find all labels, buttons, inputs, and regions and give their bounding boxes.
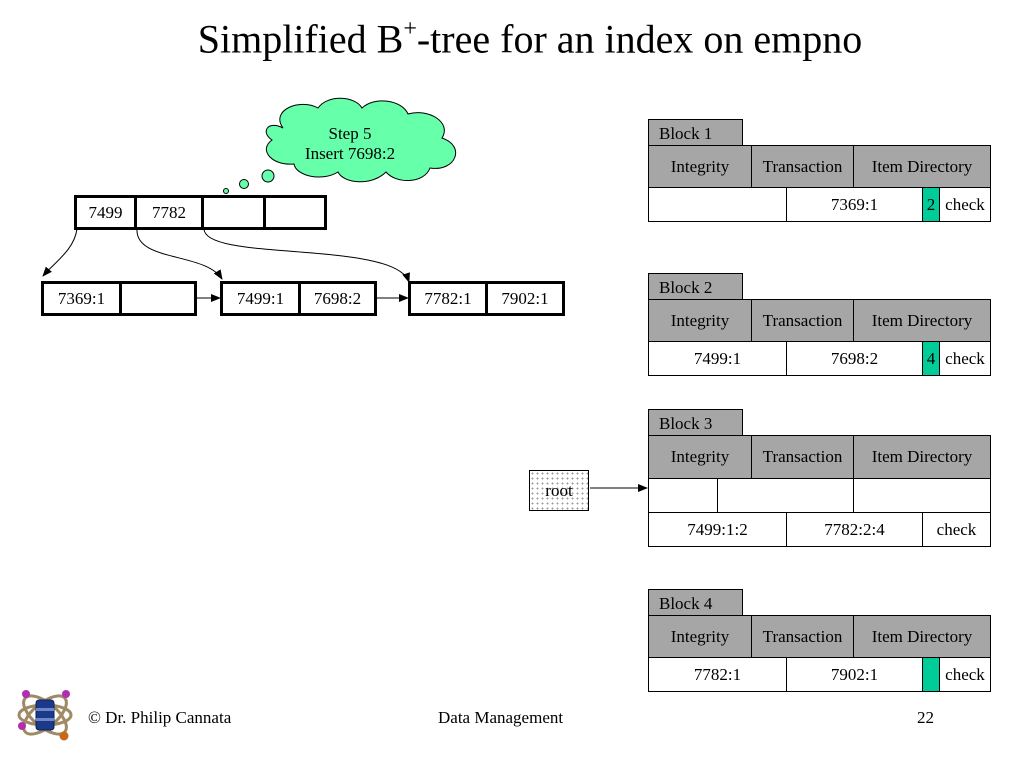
cloud-step: Step 5 (328, 124, 372, 143)
block-2-data-1: 7499:1 (648, 341, 787, 376)
leaf-2-entry-2: 7698:2 (298, 281, 377, 316)
cloud-text: Step 5 Insert 7698:2 (280, 124, 420, 164)
block-2-item-directory: Item Directory (853, 299, 991, 342)
root-key-2: 7782 (134, 195, 204, 230)
root-key-3 (201, 195, 266, 230)
thought-bubble-medium (239, 179, 249, 189)
leaf-3-entry-2: 7902:1 (485, 281, 565, 316)
block-1-data-1 (648, 187, 787, 222)
pointer-to-leaf-3 (203, 228, 410, 283)
title-rest: -tree for an index on empno (416, 16, 863, 62)
block-3-integrity: Integrity (648, 435, 752, 479)
block-1-transaction: Transaction (751, 145, 854, 188)
block-3-empty-1 (648, 478, 718, 513)
block-2-integrity: Integrity (648, 299, 752, 342)
block-3-item-directory: Item Directory (853, 435, 991, 479)
leaf-3-entry-1: 7782:1 (408, 281, 488, 316)
block-2-check: check (939, 341, 991, 376)
block-3-empty-2 (717, 478, 854, 513)
title-superscript: + (403, 16, 417, 42)
block-1-integrity: Integrity (648, 145, 752, 188)
pointer-to-leaf-2 (136, 228, 223, 280)
title-main: Simplified B (197, 16, 404, 62)
block-4-data-2: 7902:1 (786, 657, 923, 692)
cloud-action: Insert 7698:2 (304, 144, 396, 163)
block-2-transaction: Transaction (751, 299, 854, 342)
leaf-1-entry-2 (119, 281, 197, 316)
footer-copyright: © Dr. Philip Cannata (88, 708, 232, 727)
block-2-data-2: 7698:2 (786, 341, 923, 376)
thought-cloud (223, 97, 456, 194)
leaf-1-entry-1: 7369:1 (41, 281, 122, 316)
root-key-4 (263, 195, 327, 230)
block-4-item-directory: Item Directory (853, 615, 991, 658)
leaf-2-entry-1: 7499:1 (220, 281, 301, 316)
root-key-1: 7499 (74, 195, 137, 230)
block-3-data-1: 7499:1:2 (648, 512, 787, 547)
atom-logo-icon (17, 690, 73, 741)
block-1-data-2: 7369:1 (786, 187, 923, 222)
block-3-transaction: Transaction (751, 435, 854, 479)
block-4-data-1: 7782:1 (648, 657, 787, 692)
block-2-dir-count: 4 (922, 341, 940, 376)
block-1-dir-count: 2 (922, 187, 940, 222)
thought-bubble-large (261, 169, 275, 183)
footer-slide-number: 22 (917, 708, 934, 727)
block-3-empty-3 (853, 478, 991, 513)
block-3-data-2: 7782:2:4 (786, 512, 923, 547)
thought-bubble-small (223, 188, 229, 194)
pointer-to-leaf-1 (42, 228, 78, 277)
block-4-check: check (939, 657, 991, 692)
block-4-dir-count (922, 657, 940, 692)
block-1-item-directory: Item Directory (853, 145, 991, 188)
block-3-check: check (922, 512, 991, 547)
block-4-integrity: Integrity (648, 615, 752, 658)
block-1-check: check (939, 187, 991, 222)
slide-title: Simplified B+-tree for an index on empno (0, 6, 1024, 64)
block-4-transaction: Transaction (751, 615, 854, 658)
root-label: root (529, 470, 589, 511)
footer-course: Data Management (438, 708, 564, 727)
